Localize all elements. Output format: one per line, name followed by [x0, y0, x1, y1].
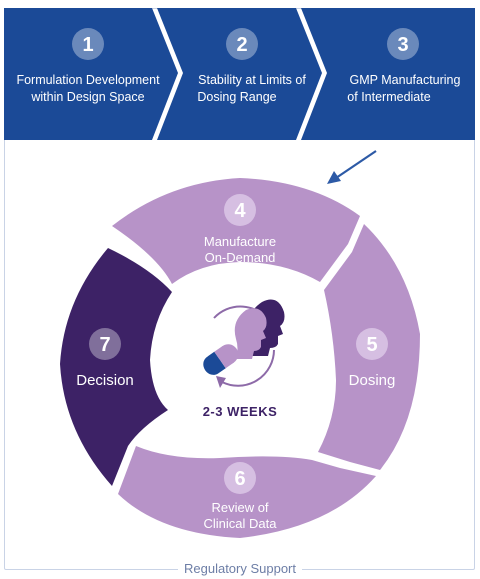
cycle-step-6: 6 Review of Clinical Data	[204, 462, 278, 531]
cycle-step-4-label-line2: On-Demand	[205, 250, 276, 265]
entry-arrow	[327, 150, 377, 184]
cycle-step-6-number-circle	[224, 462, 256, 494]
cycle-arrow-bottom-icon	[221, 349, 275, 387]
step-1-shape	[4, 8, 178, 140]
cycle-step-7: 7 Decision	[76, 328, 134, 389]
step-2-label-line2: Dosing Range	[197, 90, 276, 104]
capsule-right-fill-icon	[214, 346, 234, 369]
cycle-step-5-number: 5	[366, 334, 377, 356]
entry-arrow-head	[327, 171, 341, 184]
step-1: 1 Formulation Development within Design …	[4, 8, 178, 140]
step-3-number-circle	[387, 28, 419, 60]
step-1-number-circle	[72, 28, 104, 60]
step-3-label-line2: of Intermediate	[347, 90, 430, 104]
step-3: 3 GMP Manufacturing of Intermediate	[301, 8, 475, 140]
duration-label: 2-3 WEEKS	[203, 404, 278, 419]
cycle-center	[156, 278, 324, 446]
cycle-step-5-number-circle	[356, 328, 388, 360]
cycle-step-6-number: 6	[234, 468, 245, 490]
cycle-step-4-number-circle	[224, 194, 256, 226]
cycle-step-4-number: 4	[234, 200, 246, 222]
step-1-label-line2: within Design Space	[30, 90, 144, 104]
step-1-label-line1: Formulation Development	[16, 73, 160, 87]
step-2-label-line1: Stability at Limits of	[198, 73, 306, 87]
cycle-segment-4	[112, 178, 360, 284]
entry-arrow-line	[335, 150, 377, 179]
cycle-step-7-number: 7	[99, 334, 110, 356]
step-2-number: 2	[236, 34, 247, 56]
cycle-step-6-label-line2: Clinical Data	[204, 516, 278, 531]
step-1-number: 1	[82, 34, 93, 56]
capsule-left-fill-icon	[207, 351, 226, 373]
regulatory-support-label: Regulatory Support	[177, 561, 303, 576]
cycle-step-4: 4 Manufacture On-Demand	[204, 194, 276, 265]
step-3-number: 3	[397, 34, 408, 56]
cycle-step-7-label-line1: Decision	[76, 372, 134, 389]
step-2-shape	[157, 8, 322, 140]
cycle-step-7-number-circle	[89, 328, 121, 360]
capsule-icon	[203, 344, 239, 375]
center-illustration: 2-3 WEEKS	[203, 299, 285, 419]
step-2: 2 Stability at Limits of Dosing Range	[157, 8, 322, 140]
cycle-step-5: 5 Dosing	[349, 328, 396, 389]
step-2-number-circle	[226, 28, 258, 60]
head-light-icon	[234, 308, 267, 359]
cycle-step-6-label-line1: Review of	[211, 500, 268, 515]
cycle-step-4-label-line1: Manufacture	[204, 234, 276, 249]
cycle-segment-7	[60, 248, 172, 486]
step-3-shape	[301, 8, 475, 140]
cycle-arrow-bottom-head-icon	[216, 376, 226, 388]
step-3-label-line1: GMP Manufacturing	[350, 73, 461, 87]
cycle-step-5-label-line1: Dosing	[349, 372, 396, 389]
